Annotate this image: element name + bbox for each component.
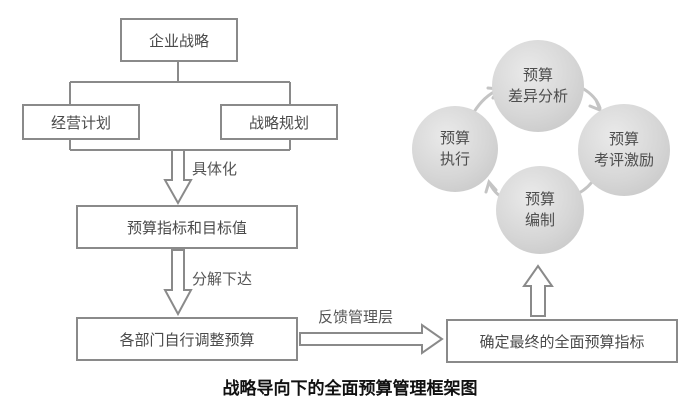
box-dept-adjust: 各部门自行调整预算: [76, 317, 298, 361]
arrow-decompose: [163, 249, 193, 317]
cycle-node-evaluation-line2: 考评激励: [593, 151, 654, 169]
box-final-budget: 确定最终的全面预算指标: [446, 319, 678, 363]
cycle-node-compilation: 预算 编制: [496, 166, 584, 254]
box-strategic-plan: 战略规划: [220, 104, 338, 140]
cycle-node-evaluation-line1: 预算: [608, 130, 639, 148]
label-concretize: 具体化: [192, 160, 238, 178]
figure-caption: 战略导向下的全面预算管理框架图: [222, 379, 478, 399]
box-corporate-strategy: 企业战略: [120, 18, 238, 62]
cycle-node-execution: 预算 执行: [412, 106, 498, 192]
cycle-node-execution-line1: 预算: [439, 129, 470, 147]
arrow-to-cycle: [522, 264, 554, 317]
cycle-node-evaluation: 预算 考评激励: [578, 104, 670, 196]
arrow-feedback: [299, 323, 444, 355]
cycle-node-variance-line1: 预算: [522, 66, 553, 84]
box-budget-targets: 预算指标和目标值: [76, 205, 298, 249]
cycle-node-variance-line2: 差异分析: [507, 87, 568, 105]
arrow-concretize: [163, 149, 193, 206]
label-feedback: 反馈管理层: [318, 308, 394, 326]
cycle-arrowhead-3: [484, 178, 498, 194]
cycle-node-compilation-line2: 编制: [524, 211, 555, 229]
cycle-node-compilation-line1: 预算: [524, 190, 555, 208]
cycle-node-execution-line2: 执行: [439, 150, 470, 168]
label-decompose: 分解下达: [192, 270, 253, 288]
box-operating-plan: 经营计划: [22, 104, 140, 140]
cycle-node-variance-analysis: 预算 差异分析: [492, 40, 584, 132]
